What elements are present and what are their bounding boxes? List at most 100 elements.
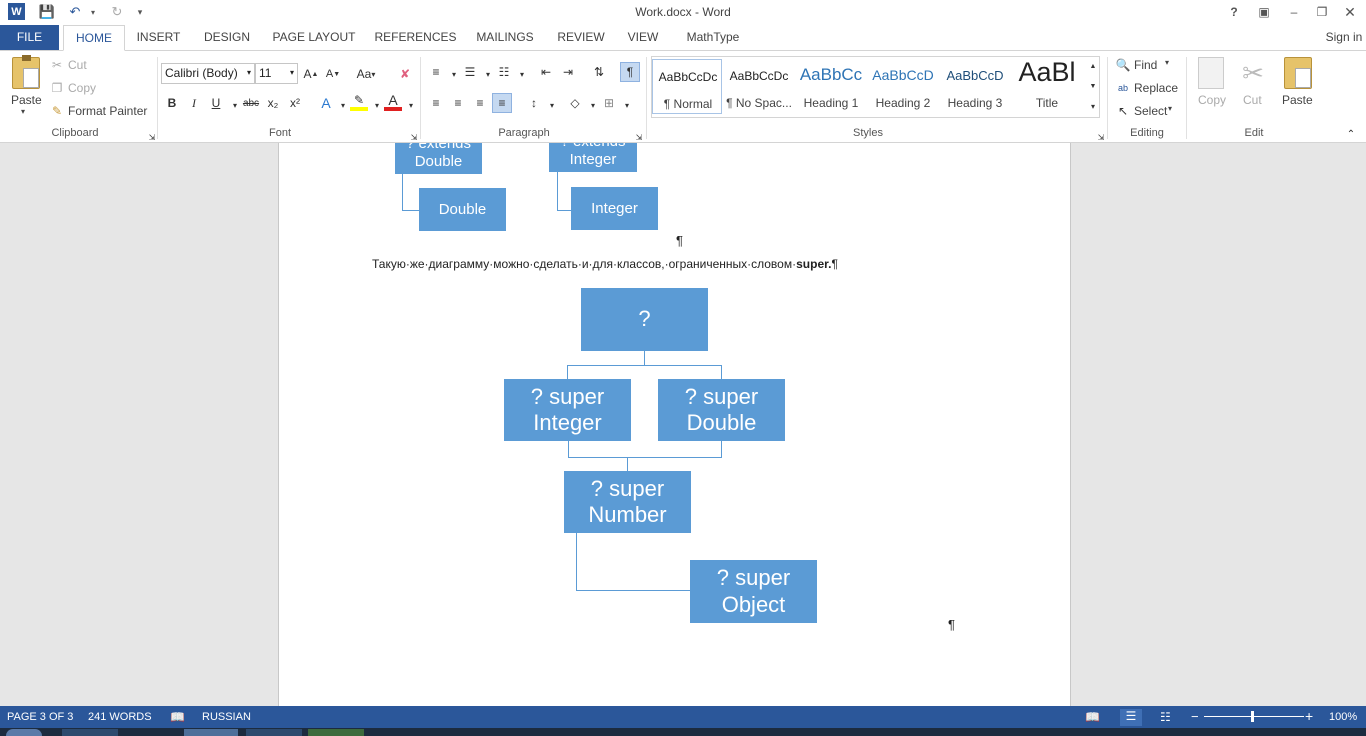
styles-scroll-up-icon[interactable]: ▲	[1089, 62, 1097, 70]
font-launcher-icon[interactable]: ⇲	[410, 132, 418, 142]
collapse-ribbon-icon[interactable]: ⌃	[1346, 128, 1356, 140]
bold-button[interactable]: B	[167, 96, 177, 110]
node-extends-double[interactable]: ? extends Double	[395, 143, 482, 174]
text-effects-icon[interactable]: A	[321, 95, 331, 111]
borders-icon[interactable]: ⊞	[603, 96, 615, 110]
ribbon-display-options-icon[interactable]: ▣	[1258, 5, 1270, 19]
node-super-double[interactable]: ? super Double	[658, 379, 785, 441]
print-layout-icon[interactable]: ☰	[1120, 709, 1142, 726]
clipboard-launcher-icon[interactable]: ⇲	[148, 132, 156, 142]
justify-icon[interactable]: ≡	[492, 93, 512, 113]
redo-icon[interactable]: ↻	[111, 4, 123, 19]
edit-copy-button[interactable]: Copy	[1198, 93, 1227, 107]
zoom-out-button[interactable]: −	[1191, 709, 1199, 724]
restore-icon[interactable]: ❐	[1316, 5, 1328, 19]
shrink-font-icon[interactable]: A▼	[325, 68, 341, 80]
tab-view[interactable]: VIEW	[627, 30, 659, 44]
proofing-icon[interactable]: 📖	[170, 710, 185, 724]
bullets-icon[interactable]: ≡	[432, 65, 440, 79]
page-count[interactable]: PAGE 3 OF 3	[7, 711, 74, 723]
multilevel-dropdown-icon[interactable]: ▾	[519, 69, 524, 79]
minimize-icon[interactable]: –	[1290, 5, 1298, 19]
save-icon[interactable]: 💾	[38, 4, 56, 19]
edit-paste-icon[interactable]	[1284, 57, 1312, 89]
read-mode-icon[interactable]: 📖	[1085, 710, 1100, 724]
sort-icon[interactable]: ⇅	[593, 65, 605, 79]
change-case-button[interactable]: Aa▾	[356, 67, 376, 81]
highlight-icon[interactable]: ✎	[350, 93, 368, 111]
tab-design[interactable]: DESIGN	[203, 30, 250, 44]
node-integer[interactable]: Integer	[571, 187, 658, 230]
zoom-slider-thumb[interactable]	[1251, 711, 1254, 722]
superscript-button[interactable]: x²	[290, 96, 300, 110]
underline-dropdown-icon[interactable]: ▾	[232, 100, 237, 110]
select-button[interactable]: Select	[1134, 104, 1168, 118]
increase-indent-icon[interactable]: ⇥	[562, 65, 574, 79]
paste-dropdown-icon[interactable]: ▾	[21, 107, 26, 116]
close-icon[interactable]: ✕	[1344, 3, 1356, 20]
grow-font-icon[interactable]: A▲	[303, 67, 319, 81]
styles-launcher-icon[interactable]: ⇲	[1097, 132, 1105, 142]
font-name-dropdown-icon[interactable]: ▾	[246, 68, 251, 77]
word-count[interactable]: 241 WORDS	[88, 711, 152, 723]
document-area[interactable]: ? extends Double ? extends Integer Doubl…	[0, 143, 1366, 706]
show-formatting-marks-icon[interactable]: ¶	[620, 62, 640, 82]
text-effects-dropdown-icon[interactable]: ▾	[340, 100, 345, 110]
copy-button[interactable]: Copy	[68, 81, 97, 95]
zoom-in-button[interactable]: +	[1305, 708, 1314, 724]
edit-cut-button[interactable]: Cut	[1243, 93, 1262, 107]
style-heading-3[interactable]: AaBbCcD Heading 3	[940, 59, 1010, 114]
node-root-wildcard[interactable]: ?	[581, 288, 708, 351]
bullets-dropdown-icon[interactable]: ▾	[451, 69, 456, 79]
style-heading-2[interactable]: AaBbCcD Heading 2	[868, 59, 938, 114]
style-no-spacing[interactable]: AaBbCcDc ¶ No Spac...	[724, 59, 794, 114]
undo-dropdown-icon[interactable]: ▾	[90, 7, 95, 17]
tab-mathtype[interactable]: MathType	[686, 30, 740, 44]
taskbar-app[interactable]	[246, 729, 302, 736]
taskbar-app[interactable]	[184, 729, 238, 736]
web-layout-icon[interactable]: ☷	[1160, 710, 1171, 724]
tab-mailings[interactable]: MAILINGS	[476, 30, 534, 44]
styles-more-icon[interactable]: ▾	[1090, 101, 1095, 111]
sign-in-link[interactable]: Sign in	[1325, 30, 1363, 44]
font-color-dropdown-icon[interactable]: ▾	[408, 100, 413, 110]
align-right-icon[interactable]: ≡	[476, 96, 484, 110]
paste-icon[interactable]	[12, 55, 40, 89]
replace-button[interactable]: Replace	[1134, 81, 1179, 95]
font-name-box[interactable]: Calibri (Body) ▾	[161, 63, 255, 84]
numbering-dropdown-icon[interactable]: ▾	[485, 69, 490, 79]
line-spacing-icon[interactable]: ↕	[531, 96, 537, 110]
format-painter-icon[interactable]: ✎	[51, 104, 63, 118]
style-heading-1[interactable]: AaBbCc Heading 1	[796, 59, 866, 114]
edit-paste-button[interactable]: Paste	[1282, 93, 1313, 107]
find-icon[interactable]: 🔍	[1115, 58, 1131, 72]
language-indicator[interactable]: RUSSIAN	[202, 711, 251, 723]
align-left-icon[interactable]: ≡	[432, 96, 440, 110]
font-size-box[interactable]: 11 ▾	[255, 63, 298, 84]
edit-copy-icon[interactable]	[1198, 57, 1224, 89]
body-paragraph[interactable]: Такую·же·диаграмму·можно·сделать·и·для·к…	[372, 257, 838, 271]
tab-file[interactable]: FILE	[0, 25, 59, 50]
document-page[interactable]: ? extends Double ? extends Integer Doubl…	[278, 143, 1071, 706]
line-spacing-dropdown-icon[interactable]: ▾	[549, 100, 554, 110]
find-button[interactable]: Find	[1134, 58, 1158, 72]
subscript-button[interactable]: x₂	[267, 96, 279, 110]
taskbar-app[interactable]	[308, 729, 364, 736]
tab-page-layout[interactable]: PAGE LAYOUT	[272, 30, 356, 44]
cut-button[interactable]: Cut	[68, 58, 87, 72]
taskbar-app[interactable]	[62, 729, 118, 736]
numbering-icon[interactable]: ☰	[464, 65, 476, 79]
shading-icon[interactable]: ◇	[570, 96, 580, 110]
highlight-dropdown-icon[interactable]: ▾	[374, 100, 379, 110]
cut-icon[interactable]: ✂	[51, 58, 63, 72]
select-dropdown-icon[interactable]: ▾	[1168, 104, 1173, 113]
node-super-integer[interactable]: ? super Integer	[504, 379, 631, 441]
styles-scroll-down-icon[interactable]: ▼	[1089, 82, 1097, 90]
copy-icon[interactable]: ❐	[51, 81, 63, 95]
align-center-icon[interactable]: ≡	[454, 96, 462, 110]
italic-button[interactable]: I	[192, 95, 196, 110]
node-super-number[interactable]: ? super Number	[564, 471, 691, 533]
start-button[interactable]	[6, 729, 42, 736]
find-dropdown-icon[interactable]: ▾	[1165, 58, 1170, 67]
undo-icon[interactable]: ↶	[69, 4, 81, 19]
